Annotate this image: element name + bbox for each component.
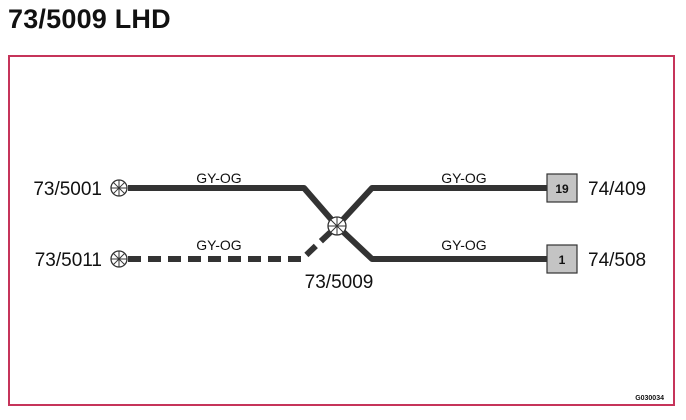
- wire-label-right-bottom: GY-OG: [441, 237, 486, 253]
- terminal-symbol-left-top: [110, 179, 128, 197]
- pin-label-bottom: 1: [559, 253, 566, 267]
- wire-label-left-bottom: GY-OG: [196, 237, 241, 253]
- wire-right-bottom: [334, 223, 548, 262]
- wire-label-left-top: GY-OG: [196, 170, 241, 186]
- node-label-right-bottom: 74/508: [588, 250, 646, 271]
- wire-label-right-top: GY-OG: [441, 170, 486, 186]
- diagram-frame: [8, 55, 675, 406]
- splice-symbol: [327, 216, 347, 236]
- connector-box-top: [546, 173, 578, 203]
- terminal-symbol-left-bottom: [110, 250, 128, 268]
- page-title: 73/5009 LHD: [8, 4, 171, 34]
- drawing-code: G030034: [635, 395, 664, 402]
- node-label-right-top: 74/409: [588, 179, 646, 200]
- pin-label-top: 19: [555, 182, 569, 196]
- node-label-left-top: 73/5001: [33, 179, 102, 200]
- wire-left-top: [128, 185, 340, 228]
- wire-left-bottom: [128, 223, 340, 262]
- node-label-left-bottom: 73/5011: [35, 250, 102, 271]
- connector-box-bottom: [546, 244, 578, 274]
- node-label-splice: 73/5009: [305, 272, 374, 293]
- wire-right-top: [334, 185, 548, 229]
